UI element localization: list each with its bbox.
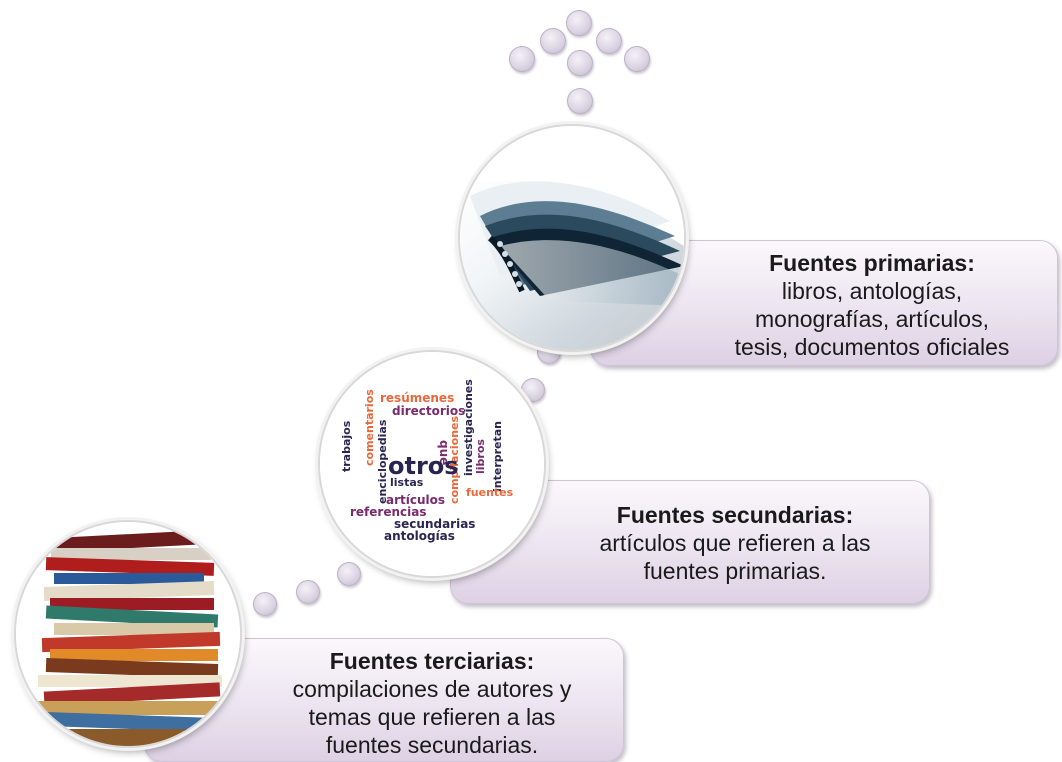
tertiary-sources-line: fuentes secundarias. [325,732,539,759]
connector-dot [596,28,622,54]
connector-dot [567,88,593,114]
secondary-sources-line: artículos que refieren a las [599,530,871,557]
word-cloud-word: que [437,440,451,465]
word-cloud-word: artículos [386,493,445,507]
open-book-image [458,124,686,352]
connector-dot [253,592,277,616]
word-cloud-word: fuentes [466,486,514,499]
word-cloud-word: secundarias [394,517,475,531]
word-cloud-image: resúmenes directorios comentarios trabaj… [318,350,546,578]
connector-dot [540,28,566,54]
word-cloud-word: compilaciones [448,415,461,504]
primary-sources-line: tesis, documentos oficiales [734,334,1010,361]
word-cloud-word: resúmenes [380,391,454,405]
secondary-sources-line: fuentes primarias. [643,558,827,585]
word-cloud-word: libros [474,439,487,474]
connector-dot [567,50,593,76]
book-stack-image [14,520,242,748]
primary-sources-line: libros, antologías, [781,278,963,305]
word-cloud-word: antologías [384,529,455,543]
word-cloud-word: directorios [392,404,465,418]
word-cloud-word: referencias [350,505,426,519]
word-cloud-word: interpretan [491,421,504,492]
tertiary-sources-card: Fuentes terciarias: compilaciones de aut… [144,638,624,762]
primary-sources-line: monografías, artículos, [755,306,989,333]
connector-dot [296,580,320,604]
connector-dot [337,562,361,586]
word-cloud-word: otros [388,452,459,480]
secondary-sources-title: Fuentes secundarias: [616,502,854,528]
primary-sources-title: Fuentes primarias: [769,250,975,276]
connector-dot [566,10,592,36]
word-cloud-word: enciclopedias [376,419,389,504]
tertiary-sources-title: Fuentes terciarias: [329,648,535,674]
tertiary-sources-line: compilaciones de autores y [292,676,572,703]
word-cloud-word: comentarios [363,389,376,466]
tertiary-sources-line: temas que refieren a las [308,704,556,731]
connector-dot [509,46,535,72]
connector-dot [624,46,650,72]
word-cloud-word: trabajos [340,420,353,472]
word-cloud-word: listas [390,476,424,489]
word-cloud-word: investigaciones [462,379,475,476]
